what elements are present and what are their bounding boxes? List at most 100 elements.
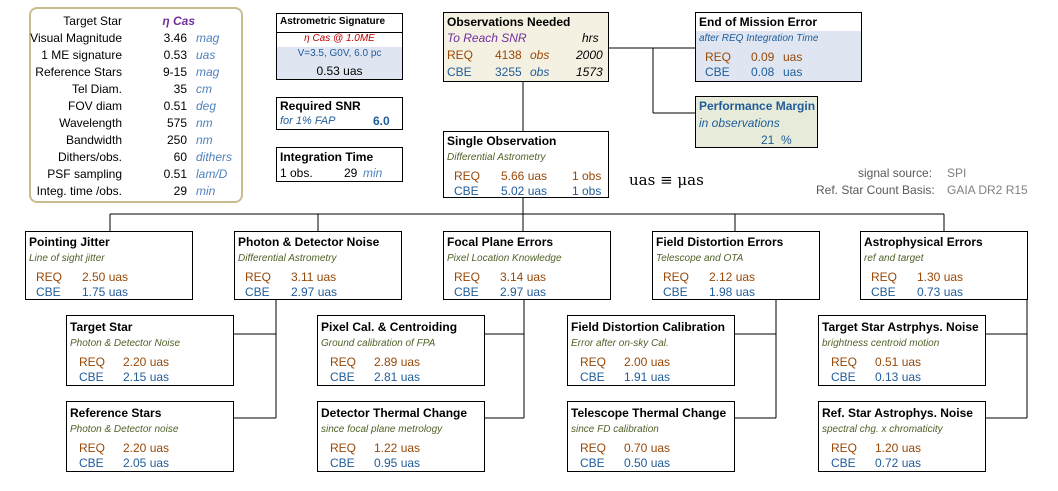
param-value: 575 (166, 116, 187, 130)
param-unit: mag (196, 31, 220, 45)
param-label: FOV diam (67, 99, 122, 113)
integration-unit: min (363, 166, 383, 180)
req-value: 2.20 uas (123, 441, 170, 455)
param-row: Integ. time /obs. 29 min (31, 184, 245, 201)
cbe-value: 2.05 uas (123, 456, 170, 470)
target-star-label: η Cas @ 1.0ME (277, 33, 402, 47)
param-unit: nm (196, 116, 213, 130)
cbe-label: CBE (330, 370, 355, 384)
cbe-obs-value: 3255 (495, 65, 522, 79)
req-value: 5.66 uas (501, 169, 548, 183)
box-subtitle: in observations (699, 116, 780, 130)
param-unit: min (196, 184, 216, 198)
req-value: 1.30 uas (917, 270, 964, 284)
cbe-label: CBE (454, 184, 479, 198)
param-value: 35 (173, 82, 187, 96)
box-subtitle: since focal plane metrology (321, 424, 443, 435)
param-unit: mag (196, 65, 220, 79)
req-value: 2.12 uas (709, 270, 756, 284)
pointing-jitter-box: Pointing Jitter Line of sight jitter REQ… (25, 231, 193, 300)
field-distortion-errors-box: Field Distortion Errors Telescope and OT… (652, 231, 820, 300)
cbe-label: CBE (330, 456, 355, 470)
box-title: Pointing Jitter (29, 235, 110, 249)
cbe-label: CBE (831, 370, 856, 384)
param-row: 1 ME signature 0.53 uas (31, 48, 245, 65)
param-label: Visual Magnitude (30, 31, 122, 45)
param-row: Visual Magnitude 3.46 mag (30, 31, 245, 48)
margin-unit: % (781, 133, 792, 147)
cbe-value: 1.75 uas (82, 285, 129, 299)
cbe-value: 0.08 (751, 65, 775, 79)
param-label: Wavelength (59, 116, 122, 130)
req-value: 0.70 uas (624, 441, 671, 455)
req-value: 2.00 uas (624, 355, 671, 369)
box-subtitle: spectral chg. x chromaticity (822, 424, 943, 435)
snr-value: 6.0 (373, 114, 390, 128)
param-row-target-star: Target Star η Cas (31, 14, 245, 31)
req-label: REQ (330, 355, 357, 369)
astrometric-signature-box: Astrometric Signature η Cas @ 1.0ME V=3.… (276, 13, 403, 80)
focal-plane-errors-box: Focal Plane Errors Pixel Location Knowle… (443, 231, 611, 300)
req-value: 1.22 uas (374, 441, 421, 455)
param-row: Dithers/obs. 60 dithers (31, 150, 245, 167)
ref-star-basis-value: GAIA DR2 R15 (947, 183, 1028, 197)
cbe-hrs: 1573 (576, 65, 603, 79)
box-subtitle: Differential Astrometry (447, 152, 546, 163)
detector-thermal-change-box: Detector Thermal Change since focal plan… (317, 401, 485, 472)
cbe-label: CBE (580, 370, 605, 384)
param-value: 250 (166, 133, 187, 147)
box-subtitle: since FD calibration (571, 424, 659, 435)
req-label: REQ (663, 270, 690, 284)
box-title: Field Distortion Errors (656, 235, 784, 249)
reference-stars-noise-box: Reference Stars Photon & Detector noise … (66, 401, 234, 472)
req-value: 0.51 uas (875, 355, 922, 369)
box-subtitle: Photon & Detector noise (70, 424, 179, 435)
param-value: η Cas (162, 14, 195, 28)
param-value: 3.46 (163, 31, 187, 45)
param-value: 0.51 (163, 167, 187, 181)
signature-value: 0.53 uas (316, 64, 363, 78)
param-label: 1 ME signature (41, 48, 122, 62)
param-label: Tel Diam. (71, 82, 122, 96)
req-value: 0.09 (751, 50, 775, 64)
param-unit: cm (196, 82, 212, 96)
astrophysical-errors-box: Astrophysical Errors ref and target REQ … (860, 231, 1028, 300)
box-title: Required SNR (280, 99, 361, 113)
field-distortion-calibration-box: Field Distortion Calibration Error after… (567, 315, 735, 386)
box-subtitle: To Reach SNR (447, 31, 527, 45)
param-unit: uas (196, 48, 216, 62)
box-title: Reference Stars (70, 406, 162, 420)
signal-source-label: signal source: (858, 166, 933, 180)
target-star-noise-box: Target Star Photon & Detector Noise REQ … (66, 315, 234, 386)
parameters-panel: Target Star η Cas Visual Magnitude 3.46 … (29, 7, 243, 203)
req-label: REQ (705, 50, 732, 64)
param-label: Integ. time /obs. (36, 184, 122, 198)
param-value: 9-15 (162, 65, 187, 79)
cbe-value: 2.81 uas (374, 370, 421, 384)
cbe-value: 0.73 uas (917, 285, 964, 299)
box-title: Target Star Astrphys. Noise (822, 320, 979, 334)
cbe-value: 0.72 uas (875, 456, 922, 470)
margin-value: 21 (761, 133, 775, 147)
cbe-label: CBE (454, 285, 479, 299)
box-subtitle: Line of sight jitter (29, 253, 105, 264)
cbe-label: CBE (831, 456, 856, 470)
req-label: REQ (871, 270, 898, 284)
cbe-obs: 1 obs (572, 184, 602, 198)
req-value: 2.50 uas (82, 270, 129, 284)
box-subtitle: for 1% FAP (280, 115, 336, 127)
param-row: FOV diam 0.51 deg (31, 99, 245, 116)
integration-time-box: Integration Time 1 obs. 29 min (276, 147, 403, 182)
box-subtitle: Pixel Location Knowledge (447, 253, 562, 264)
box-title: Performance Margin (699, 99, 816, 113)
cbe-label: CBE (79, 456, 104, 470)
cbe-label: CBE (245, 285, 270, 299)
box-title: Astrometric Signature (280, 16, 386, 27)
box-title: Focal Plane Errors (447, 235, 554, 249)
req-value: 3.14 uas (500, 270, 547, 284)
req-label: REQ (330, 441, 357, 455)
cbe-value: 2.97 uas (291, 285, 338, 299)
target-star-astrophysical-noise-box: Target Star Astrphys. Noise brightness c… (818, 315, 986, 386)
cbe-label: CBE (871, 285, 896, 299)
req-label: REQ (245, 270, 272, 284)
